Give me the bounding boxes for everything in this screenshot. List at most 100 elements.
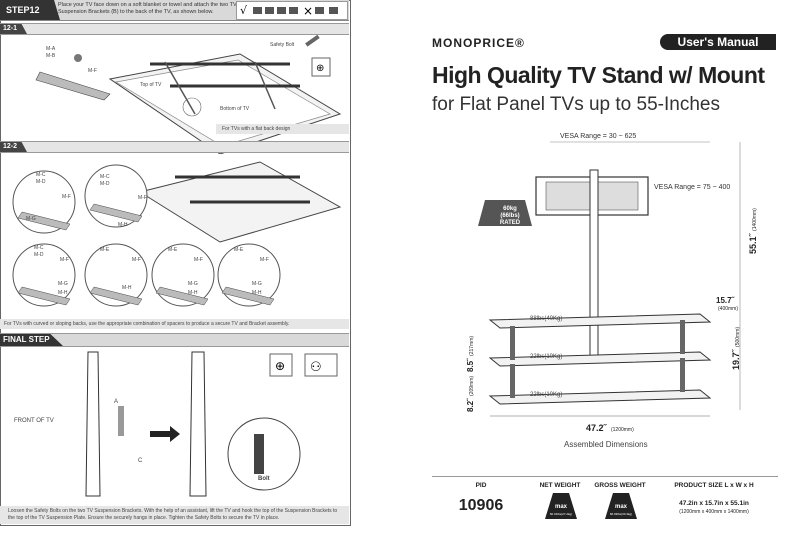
label-mf-2: M-F [138, 195, 147, 201]
badge-lbs: (66lbs) [500, 213, 520, 219]
final-step-label: FINAL STEP [0, 334, 63, 346]
note-box-2: For TVs with curved or sloping backs, us… [0, 319, 349, 329]
final-note-box: Loosen the Safety Bolts on the two TV Su… [0, 506, 349, 524]
label-mf: M-F [88, 68, 97, 74]
label-mg: M-G [26, 216, 36, 222]
label-me: M-E [100, 247, 110, 253]
step-description: Place your TV face down on a soft blanke… [58, 2, 237, 15]
dim-19-7: 19.7˝ (500mm) [731, 327, 741, 370]
label-mg-2: M-G [58, 281, 68, 287]
spec-header-pid: PID [475, 482, 487, 489]
label-top-of-tv: Top of TV [140, 82, 162, 88]
label-md-2: M-D [100, 181, 110, 187]
spec-header-size: PRODUCT SIZE L x W x H [674, 482, 754, 489]
dim-8-5-mm: (217mm) [469, 335, 475, 356]
sub2-note: For TVs with curved or sloping backs, us… [4, 321, 290, 327]
dim-19-7-mm: (500mm) [735, 326, 741, 347]
label-mf-5: M-F [194, 257, 203, 263]
svg-text:×: × [303, 4, 313, 18]
vesa-range-outer: VESA Range = 30 ~ 625 [560, 133, 637, 140]
label-mc-3: M-C [34, 245, 44, 251]
label-front-of-tv: FRONT OF TV [14, 418, 54, 424]
weight-rating-badge: 60kg (66lbs) RATED [490, 206, 530, 227]
final-step-diagram: ⊕ ⚇ [85, 351, 338, 497]
label-mf-3: M-F [60, 257, 69, 263]
dim-8-2-mm: (209mm) [469, 375, 475, 396]
vesa-range-inner: VESA Range = 75 ~ 400 [654, 184, 731, 191]
flat-back-diagram: ⊕ [35, 34, 342, 154]
label-mh-3: M-H [122, 285, 132, 291]
spec-header-gross: GROSS WEIGHT [594, 482, 646, 489]
label-mh-4: M-H [188, 290, 198, 296]
label-me-2: M-E [168, 247, 178, 253]
diagram-caption: Assembled Dimensions [564, 440, 648, 449]
spec-table: PID NET WEIGHT GROSS WEIGHT PRODUCT SIZE… [432, 476, 778, 519]
curved-back-diagram [12, 161, 342, 307]
dim-depth-in: 15.7˝ [716, 296, 735, 305]
svg-text:⊕: ⊕ [316, 63, 324, 74]
label-safety-bolt: Safety Bolt [270, 42, 295, 48]
step-header: STEP12 Place your TV face down on a soft… [0, 0, 349, 21]
svg-text:⚇: ⚇ [310, 360, 322, 375]
label-ma: M-A [46, 46, 56, 52]
net-value: 60.01lbs(27.2kg) [549, 512, 573, 516]
shelf-bottom-capacity: 22lbs(10Kg) [530, 392, 563, 398]
shelf-top-capacity: 88lbs(40Kg) [530, 316, 563, 322]
label-mg-3: M-G [188, 281, 198, 287]
badge-kg: 60kg [503, 206, 517, 212]
svg-text:⊕: ⊕ [275, 359, 285, 373]
dim-depth-mm: (400mm) [718, 306, 739, 312]
size-mm: (1200mm x 400mm x 1400mm) [679, 509, 749, 515]
page-subtitle: for Flat Panel TVs up to 55-Inches [432, 94, 720, 115]
gross-max: max [614, 504, 627, 510]
spec-header-net: NET WEIGHT [539, 482, 581, 489]
hardware-icon: √ × [240, 4, 338, 18]
dim-8-2: 8.2˝ (209mm) [466, 376, 475, 412]
tools-icons: √ × [236, 1, 348, 20]
manual-tag: User's Manual [660, 34, 776, 50]
label-c: C [138, 458, 143, 464]
net-weight-icon [545, 493, 577, 519]
dim-height: 55.1˝ (1400mm) [748, 208, 758, 254]
sub1-note: For TVs with a flat back design [222, 126, 291, 132]
final-note: Loosen the Safety Bolts on the two TV Su… [8, 508, 338, 521]
dim-19-7-in: 19.7˝ [731, 349, 741, 370]
gross-value: 66.93lbs(30.3kg) [609, 512, 633, 516]
page-title: High Quality TV Stand w/ Mount [432, 62, 765, 88]
label-a: A [114, 399, 119, 405]
badge-rated: RATED [499, 220, 521, 226]
label-mf-4: M-F [132, 257, 141, 263]
spec-pid: 10906 [458, 497, 504, 514]
label-mc: M-C [36, 172, 46, 178]
label-bolt: Bolt [258, 476, 270, 482]
dim-width-in: 47.2˝ [586, 423, 607, 433]
label-mb: M-B [46, 53, 56, 59]
size-inches: 47.2in x 15.7in x 55.1in [679, 500, 749, 507]
shelf-mid-capacity: 22lbs(10Kg) [530, 354, 563, 360]
net-max: max [554, 504, 567, 510]
brand-logo: MONOPRICE® [432, 36, 525, 50]
label-bottom-of-tv: Bottom of TV [220, 106, 250, 112]
label-mh-2: M-H [58, 290, 68, 296]
substep-header-12-1: 12-1 [0, 23, 349, 35]
note-box: For TVs with a flat back design [216, 124, 349, 134]
step-label: STEP12 [0, 0, 60, 20]
stand-diagram [478, 141, 741, 417]
label-mf: M-F [62, 194, 71, 200]
final-step-header: FINAL STEP [0, 333, 349, 347]
dim-8-2-in: 8.2˝ [466, 398, 475, 412]
label-mh-5: M-H [252, 290, 262, 296]
dim-height-in: 55.1˝ [748, 233, 758, 254]
dim-width-mm: (1200mm) [610, 427, 634, 433]
dim-8-5-in: 8.5˝ [466, 358, 475, 372]
dim-width: 47.2˝ (1200mm) [586, 418, 634, 436]
dim-8-5: 8.5˝ (217mm) [466, 336, 475, 372]
label-md: M-D [36, 179, 46, 185]
svg-text:√: √ [240, 4, 248, 17]
arrow-right-icon [150, 426, 180, 442]
gross-weight-icon [605, 493, 637, 519]
instruction-page: STEP12 Place your TV face down on a soft… [0, 0, 351, 526]
label-mg-4: M-G [252, 281, 262, 287]
substep-label: 12-1 [0, 24, 27, 34]
dim-height-mm: (1400mm) [752, 208, 758, 231]
